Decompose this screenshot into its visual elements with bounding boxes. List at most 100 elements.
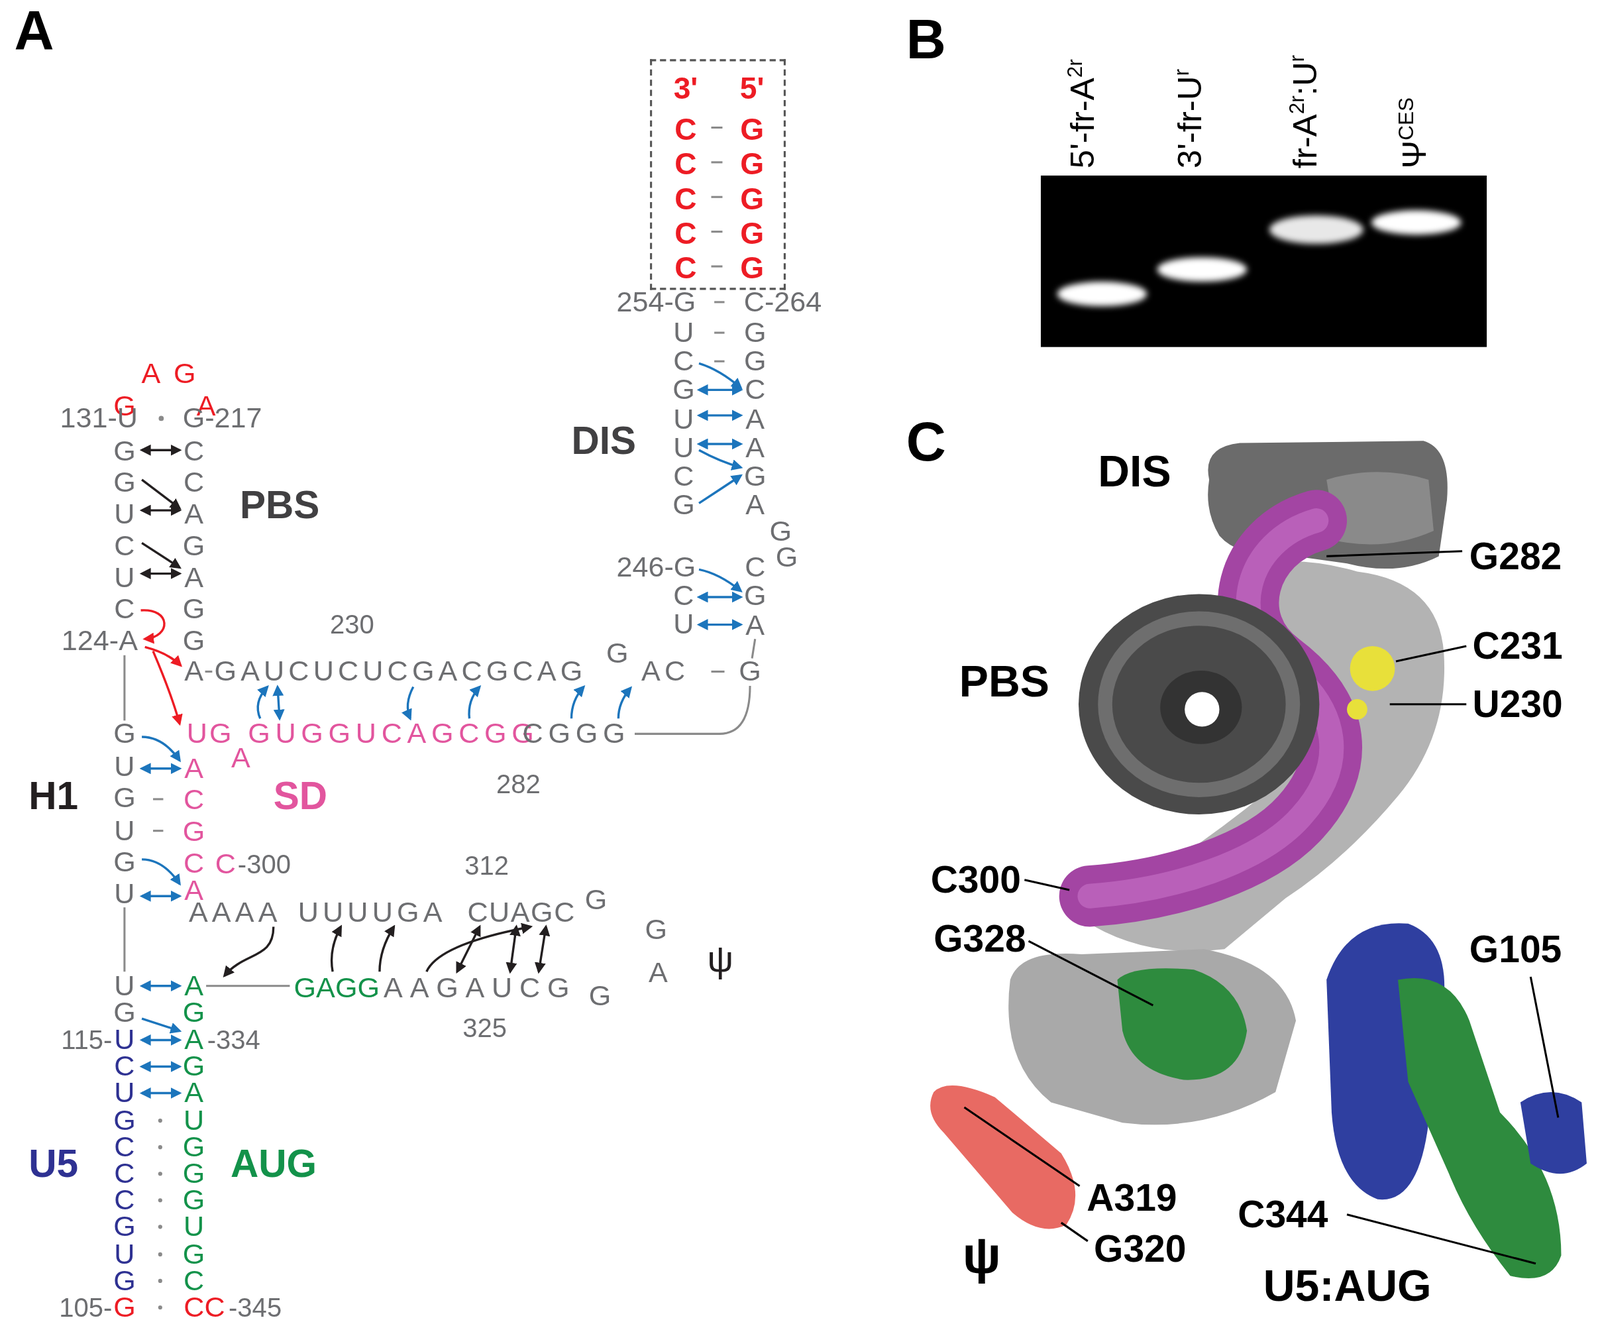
noe-arrow bbox=[698, 595, 741, 598]
drawn-shape bbox=[158, 1197, 163, 1202]
drawn-shape bbox=[1024, 879, 1070, 890]
sequence-text: UG bbox=[109, 972, 139, 1026]
drawn-shape bbox=[1157, 257, 1248, 282]
drawn-shape bbox=[153, 797, 163, 800]
noe-arrow bbox=[277, 687, 280, 719]
noe-arrow bbox=[698, 449, 741, 468]
region-label: U5:AUG bbox=[1263, 1264, 1432, 1308]
lane-label: 5'-fr-A2r bbox=[1063, 58, 1102, 169]
residue-number: 325 bbox=[462, 1014, 507, 1041]
sequence-text: A bbox=[184, 657, 204, 686]
sequence-text: GGUCUC bbox=[109, 433, 139, 624]
sequence-text: UUUUGA bbox=[298, 897, 447, 927]
region-label: G105 bbox=[1469, 930, 1562, 968]
sequence-text: UCGUUCG bbox=[669, 318, 698, 520]
residue-number: 105- bbox=[58, 1293, 112, 1321]
sequence-text: CU bbox=[669, 581, 698, 640]
noe-arrow bbox=[141, 859, 180, 884]
sequence-text: AGAUGGGUGC bbox=[179, 1026, 209, 1294]
sequence-text: 246-G bbox=[616, 553, 697, 582]
lane-text: Ψ bbox=[1394, 140, 1433, 169]
region-label: C231 bbox=[1472, 626, 1563, 665]
noe-arrow bbox=[141, 1091, 180, 1094]
residue-number: 282 bbox=[496, 770, 541, 798]
sequence-text: A bbox=[648, 958, 668, 987]
region-label: G282 bbox=[1469, 537, 1562, 576]
residue-number: 312 bbox=[464, 852, 509, 879]
noe-arrow bbox=[141, 572, 180, 575]
noe-arrow bbox=[145, 646, 181, 666]
noe-arrow bbox=[331, 926, 342, 972]
drawn-shape bbox=[711, 230, 723, 233]
drawn-shape bbox=[123, 655, 126, 721]
noe-arrow bbox=[469, 687, 480, 719]
residue-number: -345 bbox=[228, 1293, 282, 1321]
drawn-shape bbox=[1078, 593, 1320, 815]
sequence-text: G bbox=[585, 885, 608, 915]
lane-text: CES bbox=[1393, 97, 1418, 141]
noe-arrow bbox=[698, 623, 741, 626]
drawing-group bbox=[141, 363, 742, 1093]
sequence-text: G bbox=[738, 657, 762, 686]
drawn-shape bbox=[1057, 281, 1148, 307]
drawn-shape bbox=[1040, 175, 1487, 348]
sequence-text: GGGGG bbox=[736, 111, 768, 286]
noe-arrow bbox=[141, 508, 180, 511]
noe-arrow bbox=[141, 1065, 180, 1068]
drawn-shape bbox=[1346, 698, 1368, 720]
sequence-text: G bbox=[645, 915, 668, 945]
noe-arrow bbox=[698, 569, 741, 591]
sequence-text: GAGG bbox=[294, 973, 380, 1002]
noe-arrow bbox=[698, 475, 741, 504]
drawn-shape bbox=[1184, 691, 1220, 727]
sequence-text: 131-U bbox=[59, 404, 138, 433]
drawn-shape bbox=[1160, 670, 1242, 745]
region-label: U230 bbox=[1472, 685, 1563, 723]
drawn-shape bbox=[1371, 210, 1462, 235]
drawn-shape bbox=[711, 265, 723, 267]
residue-number: -334 bbox=[207, 1026, 261, 1053]
noe-arrow bbox=[379, 926, 395, 972]
sequence-text: CUAGC bbox=[467, 897, 576, 927]
sequence-text: G bbox=[606, 638, 629, 668]
noe-arrow bbox=[141, 767, 180, 770]
drawn-shape bbox=[714, 331, 725, 334]
noe-arrow bbox=[510, 926, 517, 972]
drawn-shape bbox=[711, 196, 723, 199]
drawn-shape bbox=[1105, 618, 1293, 790]
noe-arrow bbox=[698, 414, 741, 417]
lane-label: 3'-fr-Ur bbox=[1170, 68, 1209, 169]
sequence-text: A bbox=[141, 359, 161, 388]
region-label: ψ bbox=[962, 1229, 1002, 1281]
drawn-shape bbox=[711, 160, 723, 163]
sequence-text: UCUGCCCGUG bbox=[109, 1026, 139, 1294]
panel-letter: C bbox=[906, 413, 947, 469]
noe-arrow bbox=[257, 687, 267, 719]
drawing-group bbox=[930, 440, 1587, 1279]
noe-arrow bbox=[457, 926, 480, 972]
sequence-text: A bbox=[231, 744, 251, 773]
drawn-shape bbox=[205, 670, 213, 673]
noe-arrow bbox=[141, 542, 180, 568]
region-label: DIS bbox=[571, 421, 637, 461]
residue-number: 115- bbox=[60, 1026, 112, 1053]
drawn-shape bbox=[1389, 702, 1467, 705]
noe-arrow bbox=[141, 984, 180, 987]
drawn-shape bbox=[158, 1144, 163, 1149]
region-label: C344 bbox=[1237, 1195, 1328, 1233]
sequence-text: 254-G bbox=[616, 287, 697, 317]
lane-text: 2r bbox=[1062, 58, 1086, 78]
lane-label: ΨCES bbox=[1394, 97, 1433, 169]
drawn-shape bbox=[158, 1118, 163, 1123]
panel-letter: B bbox=[906, 11, 947, 67]
drawing-group bbox=[124, 127, 756, 986]
drawn-shape bbox=[1061, 1222, 1088, 1241]
noe-arrow bbox=[698, 388, 741, 391]
drawn-shape bbox=[1117, 967, 1247, 1080]
drawn-shape bbox=[158, 1305, 163, 1310]
noe-arrow bbox=[224, 926, 274, 976]
drawn-shape bbox=[963, 1107, 1080, 1186]
noe-arrow bbox=[618, 687, 631, 719]
sequence-text: C-264 bbox=[744, 287, 822, 317]
